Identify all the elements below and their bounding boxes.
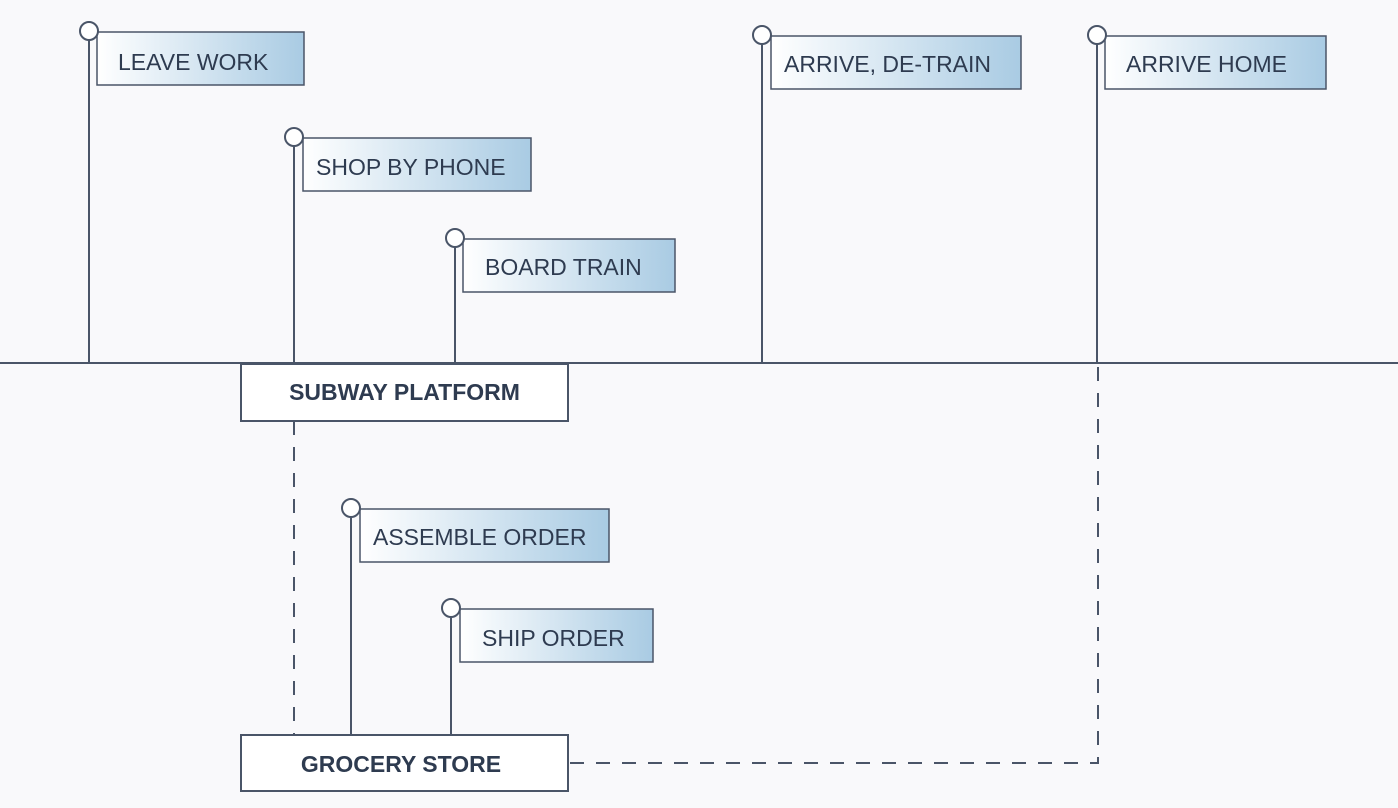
event-label: ASSEMBLE ORDER <box>373 524 586 550</box>
event-label: SHOP BY PHONE <box>316 154 506 180</box>
location-label: GROCERY STORE <box>301 751 501 777</box>
event-flag-board-train: BOARD TRAIN <box>445 228 676 363</box>
event-flag-arrive-home: ARRIVE HOME <box>1087 25 1327 363</box>
dashed-connector-grocery-to-home <box>570 363 1099 764</box>
event-flag-leave-work: LEAVE WORK <box>79 21 305 363</box>
event-flag-arrive-de-train: ARRIVE, DE-TRAIN <box>752 25 1022 363</box>
event-flag-shop-by-phone: SHOP BY PHONE <box>284 127 532 363</box>
event-marker-icon <box>445 228 465 248</box>
event-flag-ship-order: SHIP ORDER <box>441 598 654 735</box>
event-label: ARRIVE, DE-TRAIN <box>784 51 991 77</box>
event-marker-icon <box>79 21 99 41</box>
event-label: BOARD TRAIN <box>485 254 642 280</box>
event-label: LEAVE WORK <box>118 49 269 75</box>
location-label: SUBWAY PLATFORM <box>289 379 520 405</box>
event-marker-icon <box>341 498 361 518</box>
event-label: SHIP ORDER <box>482 625 625 651</box>
event-marker-icon <box>284 127 304 147</box>
location-box-grocery-store: GROCERY STORE <box>240 734 569 792</box>
event-marker-icon <box>441 598 461 618</box>
event-marker-icon <box>752 25 772 45</box>
location-box-subway-platform: SUBWAY PLATFORM <box>240 363 569 422</box>
event-marker-icon <box>1087 25 1107 45</box>
event-label: ARRIVE HOME <box>1126 51 1287 77</box>
event-flag-assemble-order: ASSEMBLE ORDER <box>341 498 610 735</box>
